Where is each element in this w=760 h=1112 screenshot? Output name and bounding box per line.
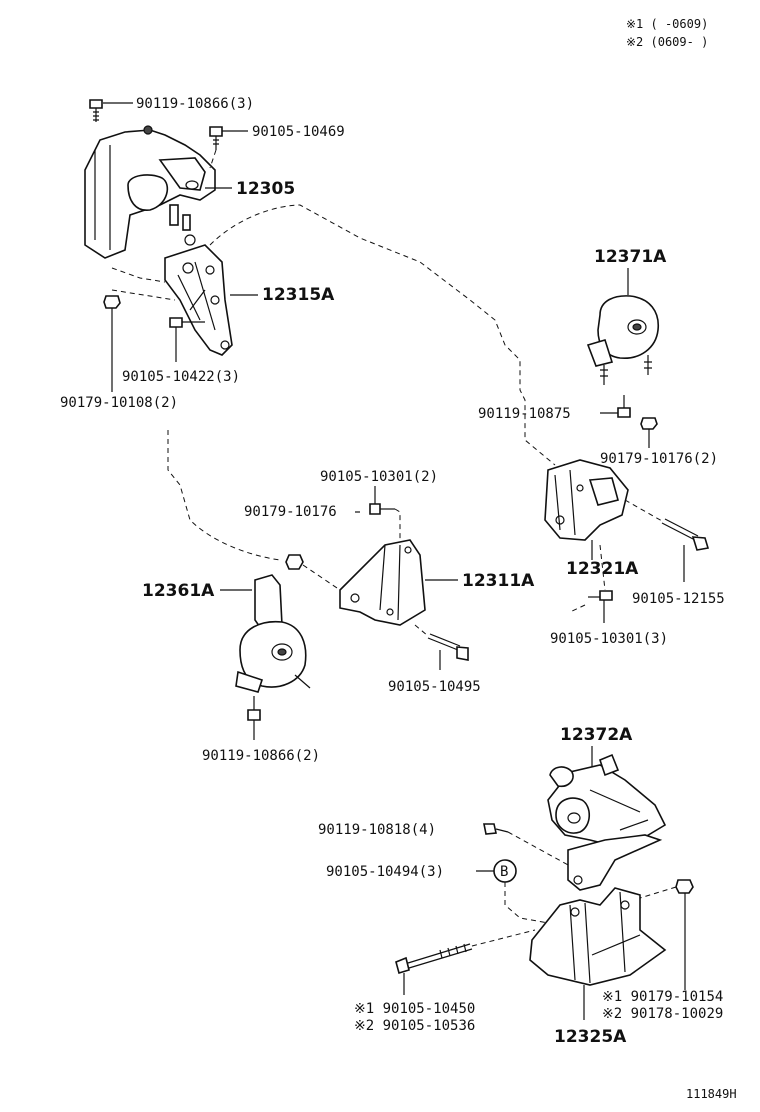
bracket-12372A-base[interactable] (567, 834, 663, 891)
engine-outline (209, 204, 556, 466)
label-12315A: 12315A (262, 285, 335, 305)
label-90119-10818-4: 90119-10818(4) (318, 822, 436, 838)
label-n1-90179-10154: ※1 90179-10154 (602, 989, 723, 1005)
bolt-90119-10818[interactable] (483, 823, 509, 835)
nut-90179-10176-mid[interactable] (285, 554, 304, 570)
bolt-path (504, 882, 561, 926)
bracket-12321A[interactable] (544, 459, 629, 541)
label-12371A: 12371A (594, 247, 667, 267)
label-90105-10301-3: 90105-10301(3) (550, 631, 668, 647)
label-90105-10494-3: 90105-10494(3) (326, 864, 444, 880)
nut-90179-10154[interactable] (675, 879, 694, 894)
label-12321A: 12321A (566, 559, 639, 579)
bolt-90105-10469[interactable] (209, 126, 223, 150)
bolt-path (471, 929, 536, 947)
label-90105-10301-2: 90105-10301(2) (320, 469, 438, 485)
bolt-90105-10495[interactable] (427, 633, 469, 661)
label-12372A: 12372A (560, 725, 633, 745)
bracket-12311A[interactable] (339, 539, 426, 626)
note-2: ※2 (0609- ) (626, 35, 708, 49)
label-n2-90105-10536: ※2 90105-10536 (354, 1018, 475, 1034)
label-90119-10866-2: 90119-10866(2) (202, 748, 320, 764)
bolt-90105-10450[interactable] (395, 943, 473, 975)
label-90179-10176-2: 90179-10176(2) (600, 451, 718, 467)
bolt-path (624, 499, 663, 522)
engine-mount-12361A[interactable] (235, 574, 311, 693)
bracket-12315A[interactable] (164, 244, 233, 356)
bolt-path (209, 149, 217, 169)
bolt-90119-10875[interactable] (617, 395, 631, 418)
label-12311A: 12311A (462, 571, 535, 591)
engine-outline-lower (167, 430, 281, 561)
nut-90179-10176-right[interactable] (640, 417, 658, 430)
nut-90179-10108[interactable] (103, 295, 121, 309)
figure-id: 111849H (686, 1087, 737, 1101)
label-90105-10495: 90105-10495 (388, 679, 481, 695)
bolt-90119-10866-upper[interactable] (89, 99, 103, 122)
note-1: ※1 ( -0609) (626, 17, 708, 31)
bolt-90119-10866-lower[interactable] (247, 696, 261, 721)
bracket-path (111, 267, 176, 301)
bolt-path (302, 564, 341, 591)
label-12305: 12305 (236, 179, 295, 199)
bolt-90105-10301-mid[interactable] (369, 503, 395, 515)
bolt-path (507, 831, 571, 867)
label-n1-90105-10450: ※1 90105-10450 (354, 1001, 475, 1017)
bolt-90105-10301-right[interactable] (588, 590, 613, 601)
bolt-90105-12155[interactable] (661, 518, 710, 551)
ref-b-label: B (500, 864, 508, 880)
bolt-path (414, 624, 429, 637)
bolt-path (394, 508, 401, 540)
label-90179-10108-2: 90179-10108(2) (60, 395, 178, 411)
label-90105-10469: 90105-10469 (252, 124, 345, 140)
label-n2-90178-10029: ※2 90178-10029 (602, 1006, 723, 1022)
label-90119-10875: 90119-10875 (478, 406, 571, 422)
bracket-12325A[interactable] (529, 887, 667, 986)
label-90105-10422-3: 90105-10422(3) (122, 369, 240, 385)
bolt-90105-10422[interactable] (169, 317, 205, 328)
label-90179-10176: 90179-10176 (244, 504, 337, 520)
label-90119-10866-3: 90119-10866(3) (136, 96, 254, 112)
label-12325A: 12325A (554, 1027, 627, 1047)
label-90105-12155: 90105-12155 (632, 591, 725, 607)
label-12361A: 12361A (142, 581, 215, 601)
engine-mount-12372A[interactable] (547, 753, 667, 846)
bolt-path (569, 544, 606, 613)
engine-mount-12305[interactable] (84, 125, 216, 259)
engine-mount-12371A[interactable] (586, 295, 659, 385)
bolt-path (639, 886, 677, 899)
